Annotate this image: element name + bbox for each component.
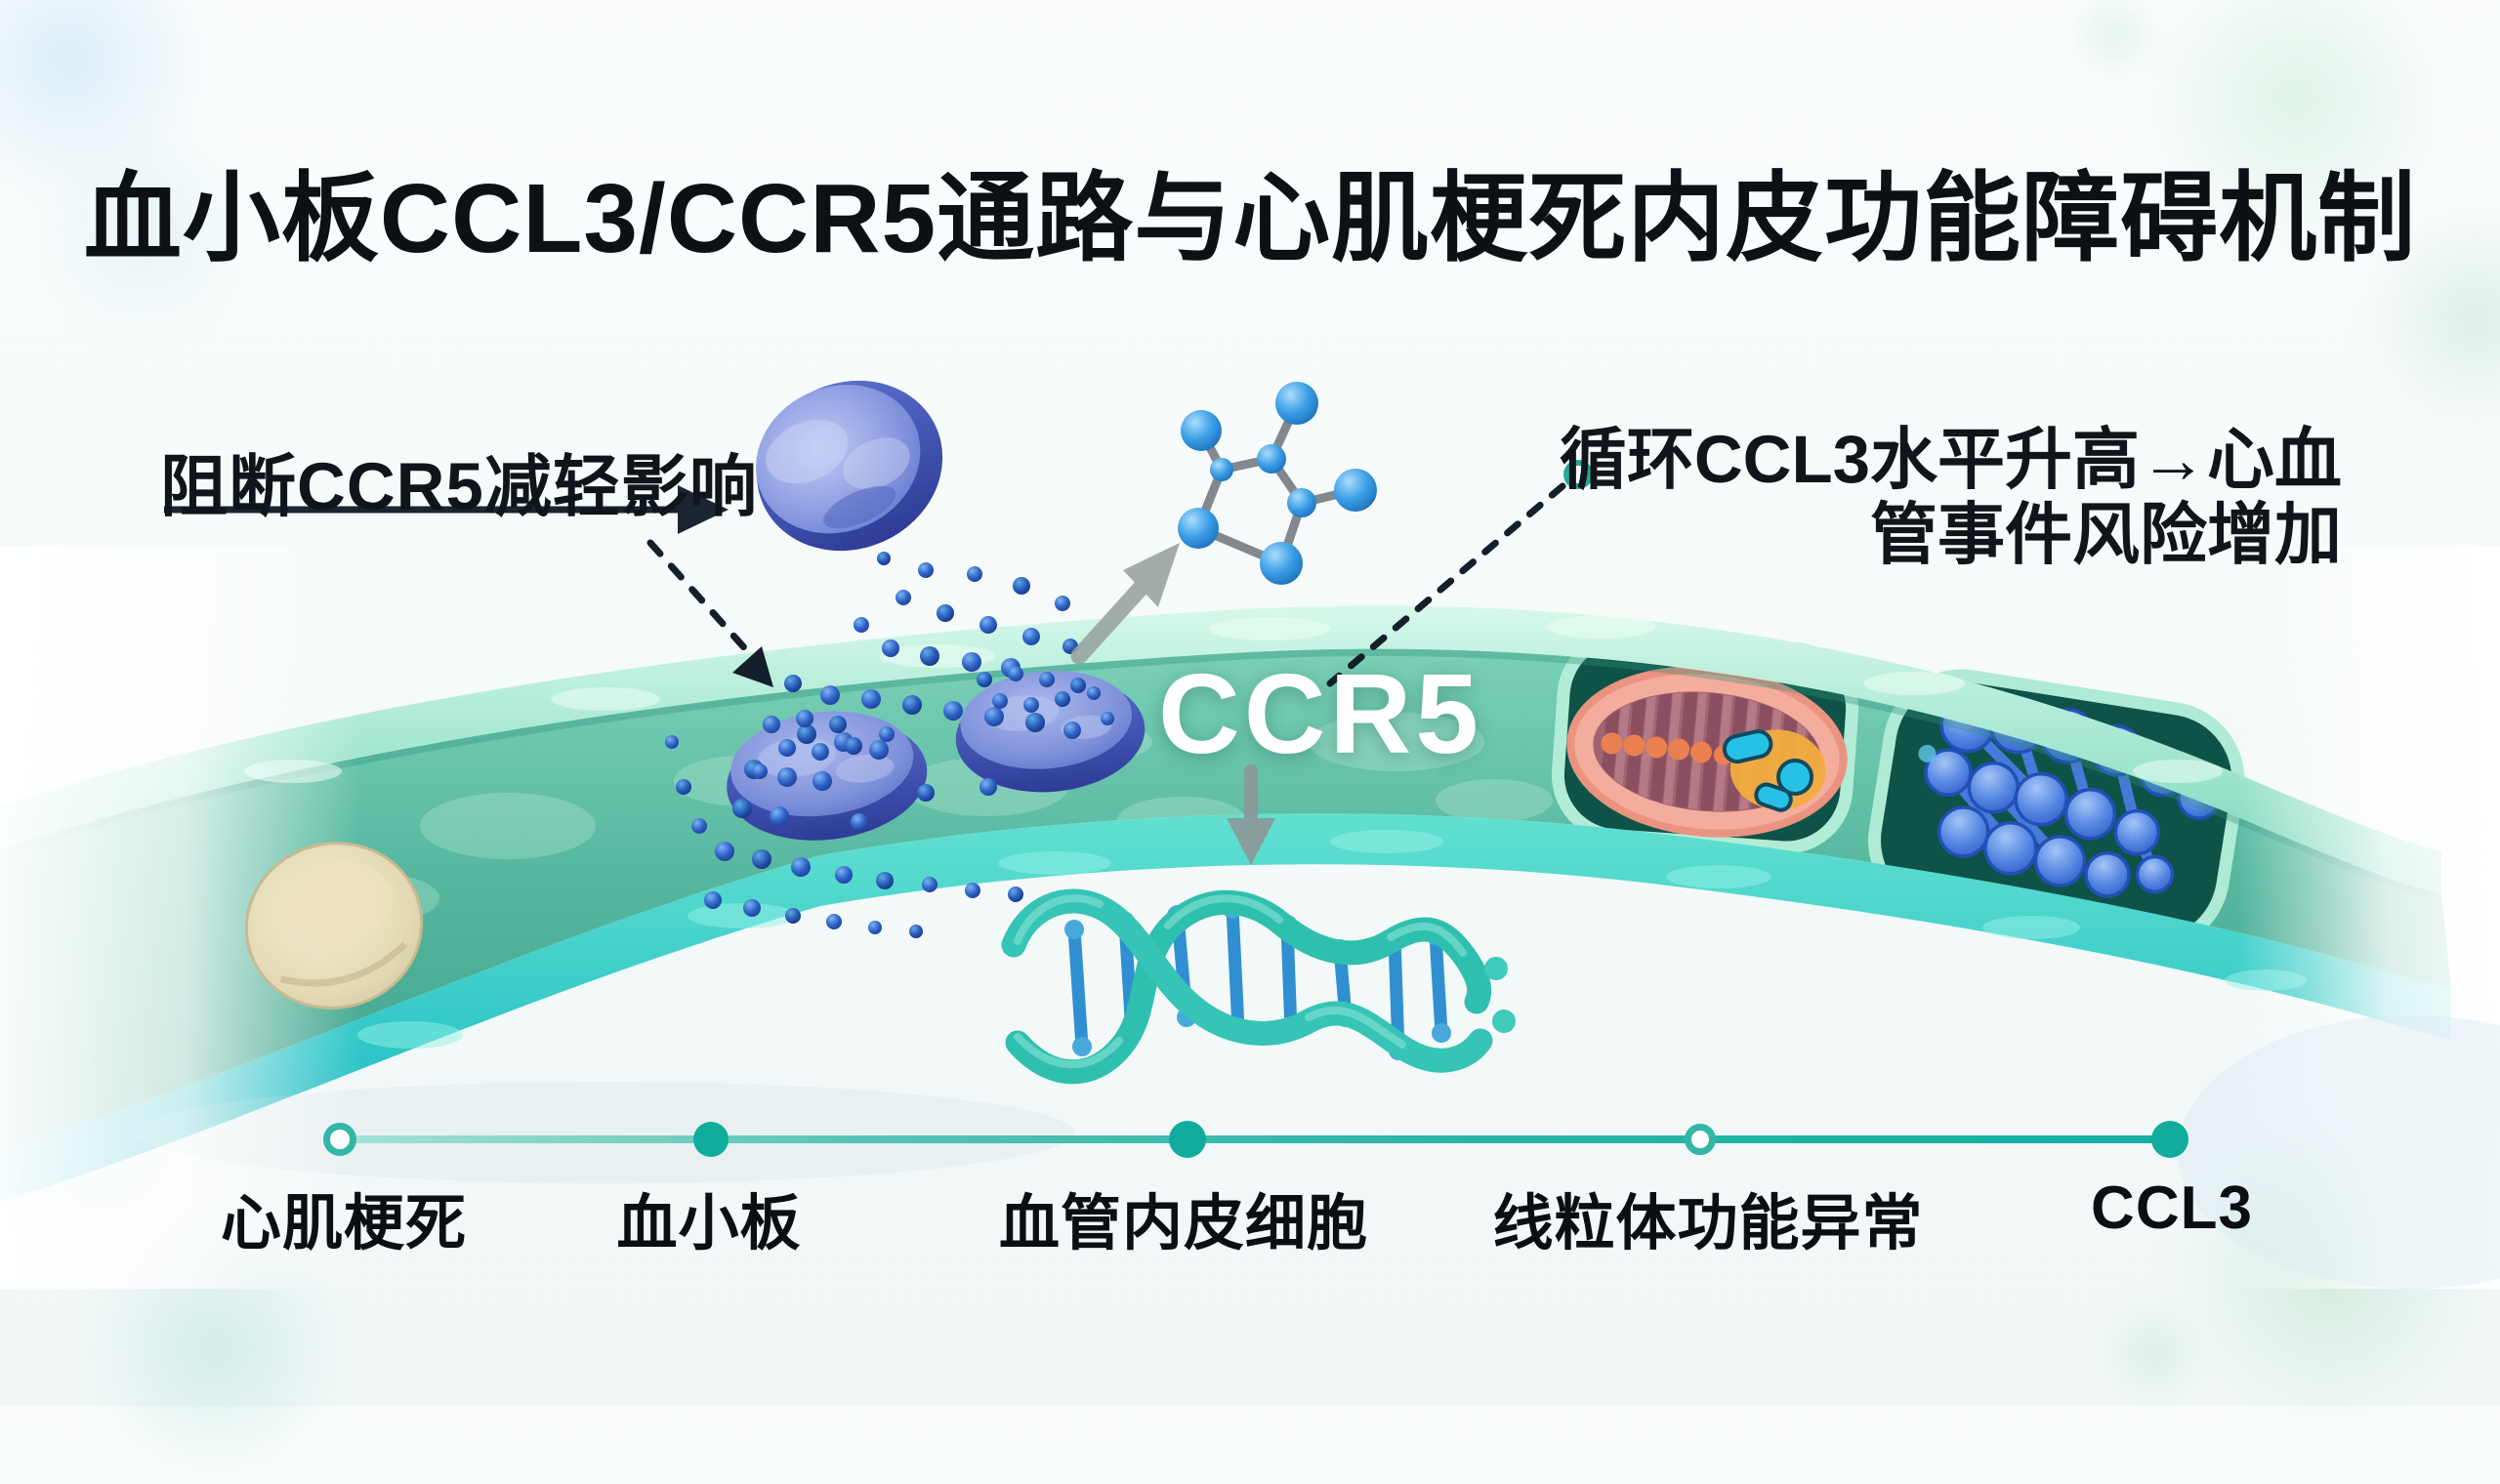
release-arrow-icon <box>1070 543 1180 665</box>
granule-dot <box>1022 628 1040 645</box>
granule-dot <box>835 866 853 884</box>
page-title: 血小板CCL3/CCR5通路与心肌梗死内皮功能障碍机制 <box>83 164 2417 273</box>
granule-dot <box>1055 596 1070 611</box>
granule-dot <box>922 877 938 892</box>
timeline-node-1 <box>323 1123 356 1156</box>
timeline-label-2: 血小板 <box>616 1190 802 1257</box>
timeline-node-3 <box>1169 1121 1206 1158</box>
ccl3-molecule-icon <box>1178 382 1377 585</box>
timeline-node-4 <box>1685 1124 1716 1155</box>
timeline-label-4: 线粒体功能异常 <box>1492 1190 1924 1257</box>
mitochondria-inclusions <box>1722 729 1814 812</box>
block-arrow-icon <box>164 485 729 534</box>
right-callout-line2: 管事件风险增加 <box>1870 497 2342 573</box>
timeline-label-5: CCL3 <box>2091 1175 2253 1242</box>
granule-dot <box>1008 886 1023 902</box>
right-callout-label: 循环CCL3水平升高→心血 管事件风险增加 <box>1560 422 2342 573</box>
granule-dot <box>1063 721 1081 739</box>
ring-marker-icon <box>1563 460 1593 489</box>
granule-dot <box>752 763 768 779</box>
granule-dot <box>778 739 796 757</box>
granule-dot <box>826 914 842 929</box>
granule-dot <box>992 693 1008 709</box>
secretory-gland-icon <box>1918 695 2222 898</box>
granule-dot <box>909 925 923 938</box>
vessel-illustration <box>0 380 2500 1289</box>
granule-dot <box>1008 666 1023 681</box>
right-callout-line1: 循环CCL3水平升高→心血 <box>1559 422 2342 497</box>
granule-dot <box>1013 577 1030 595</box>
granule-dot <box>704 891 722 909</box>
signal-down-arrow-icon <box>1227 764 1275 865</box>
corner-tint <box>2178 1015 2500 1289</box>
granule-dot <box>845 737 862 755</box>
granule-dot <box>676 779 691 795</box>
granule-dot <box>965 883 980 898</box>
granule-dot <box>1055 691 1070 707</box>
timeline-label-1: 心肌梗死 <box>220 1190 468 1257</box>
granule-dot <box>665 735 679 749</box>
ccr5-receptor-label: CCR5 <box>1158 650 1482 777</box>
dashed-pointer-icon <box>1326 460 1593 687</box>
granule-dot <box>984 707 1004 726</box>
left-callout-label: 阻断CCR5减轻影响 <box>160 449 758 524</box>
granule-dot <box>691 818 707 834</box>
red-blood-cell-icon <box>244 842 424 1010</box>
granule-dot <box>920 646 939 666</box>
granule-dot <box>791 857 811 877</box>
timeline-node-2 <box>693 1122 729 1157</box>
granule-dot <box>918 562 934 578</box>
granule-dot <box>902 695 922 715</box>
granule-dot <box>784 675 802 692</box>
granule-dot <box>796 710 813 727</box>
granule-dot <box>851 813 868 831</box>
right-fade <box>2236 547 2500 1289</box>
granule-dot <box>876 872 894 889</box>
granule-dot <box>877 552 891 565</box>
granule-dot <box>977 672 992 687</box>
granule-dot <box>785 908 801 924</box>
mitochondria-icon <box>1566 666 1848 838</box>
granule-dot <box>812 771 832 791</box>
granule-dot <box>868 921 882 934</box>
granule-dot <box>882 639 899 657</box>
dna-helix-icon <box>1001 888 1516 1085</box>
granule-dot <box>752 849 771 869</box>
granule-dot <box>967 566 982 582</box>
granule-dot <box>917 784 935 802</box>
granule-dot <box>1087 686 1101 700</box>
granule-dot <box>861 689 881 709</box>
granule-dot <box>1025 713 1045 732</box>
granule-dot <box>829 716 847 733</box>
granule-dot <box>763 716 780 733</box>
granule-dot <box>979 616 997 634</box>
granule-dot <box>1023 697 1039 713</box>
platelet-floating <box>756 380 943 552</box>
granule-dot <box>854 617 869 633</box>
dashed-pointer-icon <box>646 539 773 687</box>
granule-dot <box>896 590 911 605</box>
granule-dot <box>715 842 734 861</box>
granule-dot <box>820 685 840 705</box>
granule-dot <box>879 726 895 742</box>
granule-dot <box>937 604 954 622</box>
granule-dot <box>1039 672 1055 687</box>
granule-dot <box>777 767 797 787</box>
granule-dot <box>943 701 963 721</box>
granule-dot <box>869 740 889 760</box>
granule-dot <box>797 724 816 744</box>
timeline-label-3: 血管内皮细胞 <box>998 1190 1369 1257</box>
blood-vessel <box>0 605 2451 1202</box>
platelet-granules <box>665 552 1114 938</box>
granule-dot <box>770 806 789 826</box>
granule-dot <box>979 778 997 796</box>
granule-dot <box>1101 712 1114 725</box>
granule-dot <box>1070 678 1086 693</box>
timeline-node-5 <box>2151 1121 2188 1158</box>
granule-dot <box>732 799 752 818</box>
granule-dot <box>812 743 829 761</box>
granule-dot <box>962 652 981 672</box>
granule-dot <box>743 899 761 917</box>
timeline-axis <box>340 1135 2170 1143</box>
